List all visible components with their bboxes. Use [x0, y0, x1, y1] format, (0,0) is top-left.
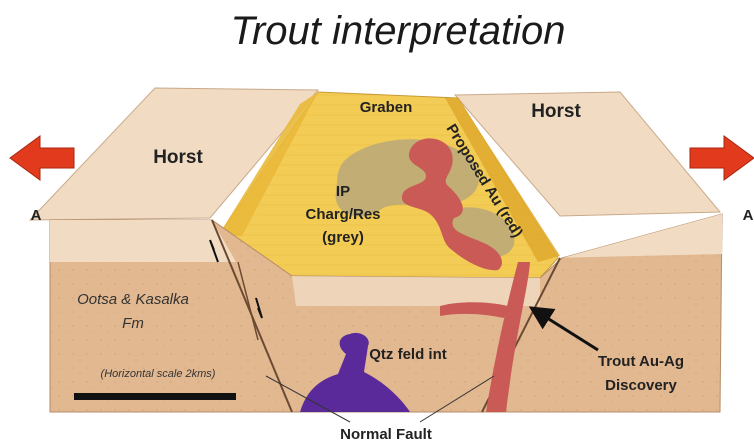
ip-label-line2: Charg/Res	[305, 206, 380, 223]
discovery-label-line2: Discovery	[605, 377, 677, 394]
formation-label-line1: Ootsa & Kasalka	[77, 291, 189, 308]
right-arrow-icon	[690, 136, 754, 180]
scale-note: (Horizontal scale 2kms)	[101, 368, 216, 380]
intrusion-label: Qtz feld int	[369, 346, 447, 363]
formation-label-line2: Fm	[122, 315, 144, 332]
scale-bar	[74, 393, 236, 400]
graben-label: Graben	[360, 99, 413, 116]
graben-light-layer	[292, 276, 540, 306]
section-left-label: A	[31, 207, 42, 224]
discovery-label-line1: Trout Au-Ag	[598, 353, 684, 370]
normal-fault-label: Normal Fault	[340, 426, 432, 443]
horst-left-label: Horst	[153, 147, 203, 168]
ip-label-line1: IP	[336, 183, 350, 200]
horst-right-label: Horst	[531, 101, 581, 122]
right-horst-light-layer	[548, 214, 722, 258]
left-horst-light-layer	[50, 220, 236, 262]
diagram-title: Trout interpretation	[231, 9, 566, 53]
left-arrow-icon	[10, 136, 74, 180]
section-right-label: A	[743, 207, 754, 224]
ip-label-line3: (grey)	[322, 229, 364, 246]
